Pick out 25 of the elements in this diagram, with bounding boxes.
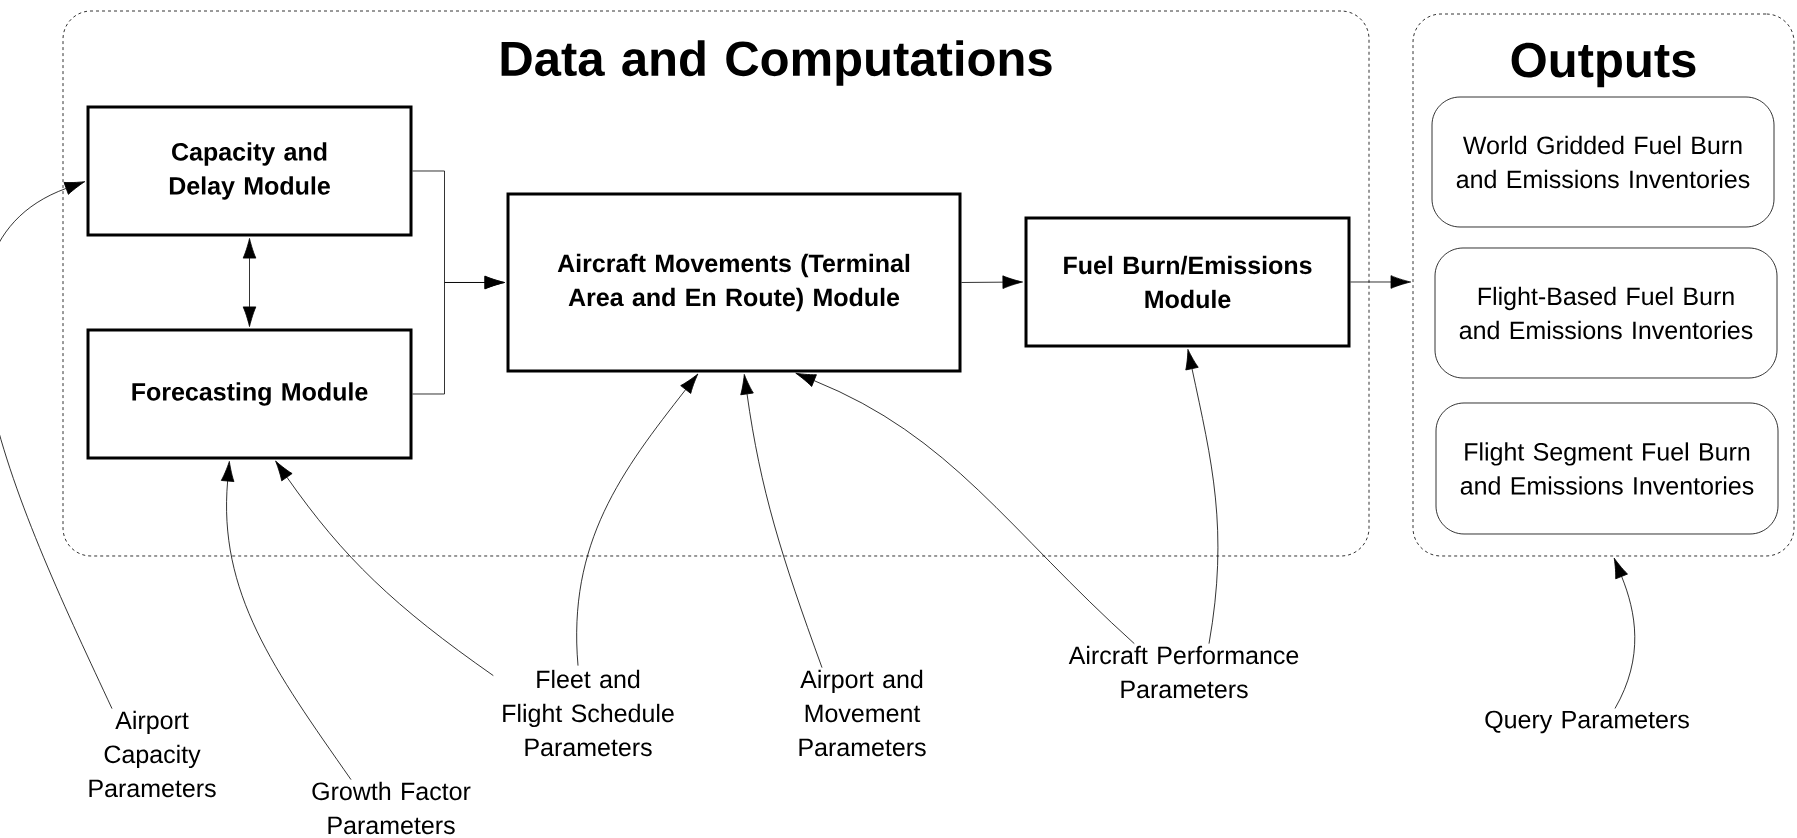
arrow <box>740 374 823 668</box>
arrow <box>1350 275 1412 289</box>
output-box: World Gridded Fuel Burn and Emissions Inventories <box>1431 96 1775 228</box>
arrow <box>961 275 1023 289</box>
module-box: Fuel Burn/Emissions Module <box>1024 216 1351 348</box>
arrow <box>1613 557 1636 709</box>
parameter-label: Growth Factor Parameters <box>312 781 471 835</box>
output-box: Flight Segment Fuel Burn and Emissions Inventories <box>1435 402 1779 535</box>
parameter-label: Airport Capacity Parameters <box>89 710 216 798</box>
module-box: Capacity and Delay Module <box>86 105 413 237</box>
output-box: Flight-Based Fuel Burn and Emissions Inventories <box>1434 247 1778 379</box>
arrow <box>795 372 1135 644</box>
arrow <box>1185 349 1219 644</box>
arrow <box>275 460 494 676</box>
arrow <box>576 373 699 666</box>
arrow <box>0 181 113 709</box>
module-box: Forecasting Module <box>86 328 413 460</box>
parameter-label: Airport and Movement Parameters <box>799 669 926 757</box>
arrow <box>242 238 257 327</box>
module-box: Aircraft Movements (Terminal Area and En Route) Module <box>506 192 962 373</box>
arrow <box>220 461 352 780</box>
parameter-label: Fleet and Flight Schedule Parameters <box>503 669 674 757</box>
parameter-label: Query Parameters <box>1485 710 1689 734</box>
arrow <box>412 275 505 395</box>
parameter-label: Aircraft Performance Parameters <box>1068 645 1299 699</box>
